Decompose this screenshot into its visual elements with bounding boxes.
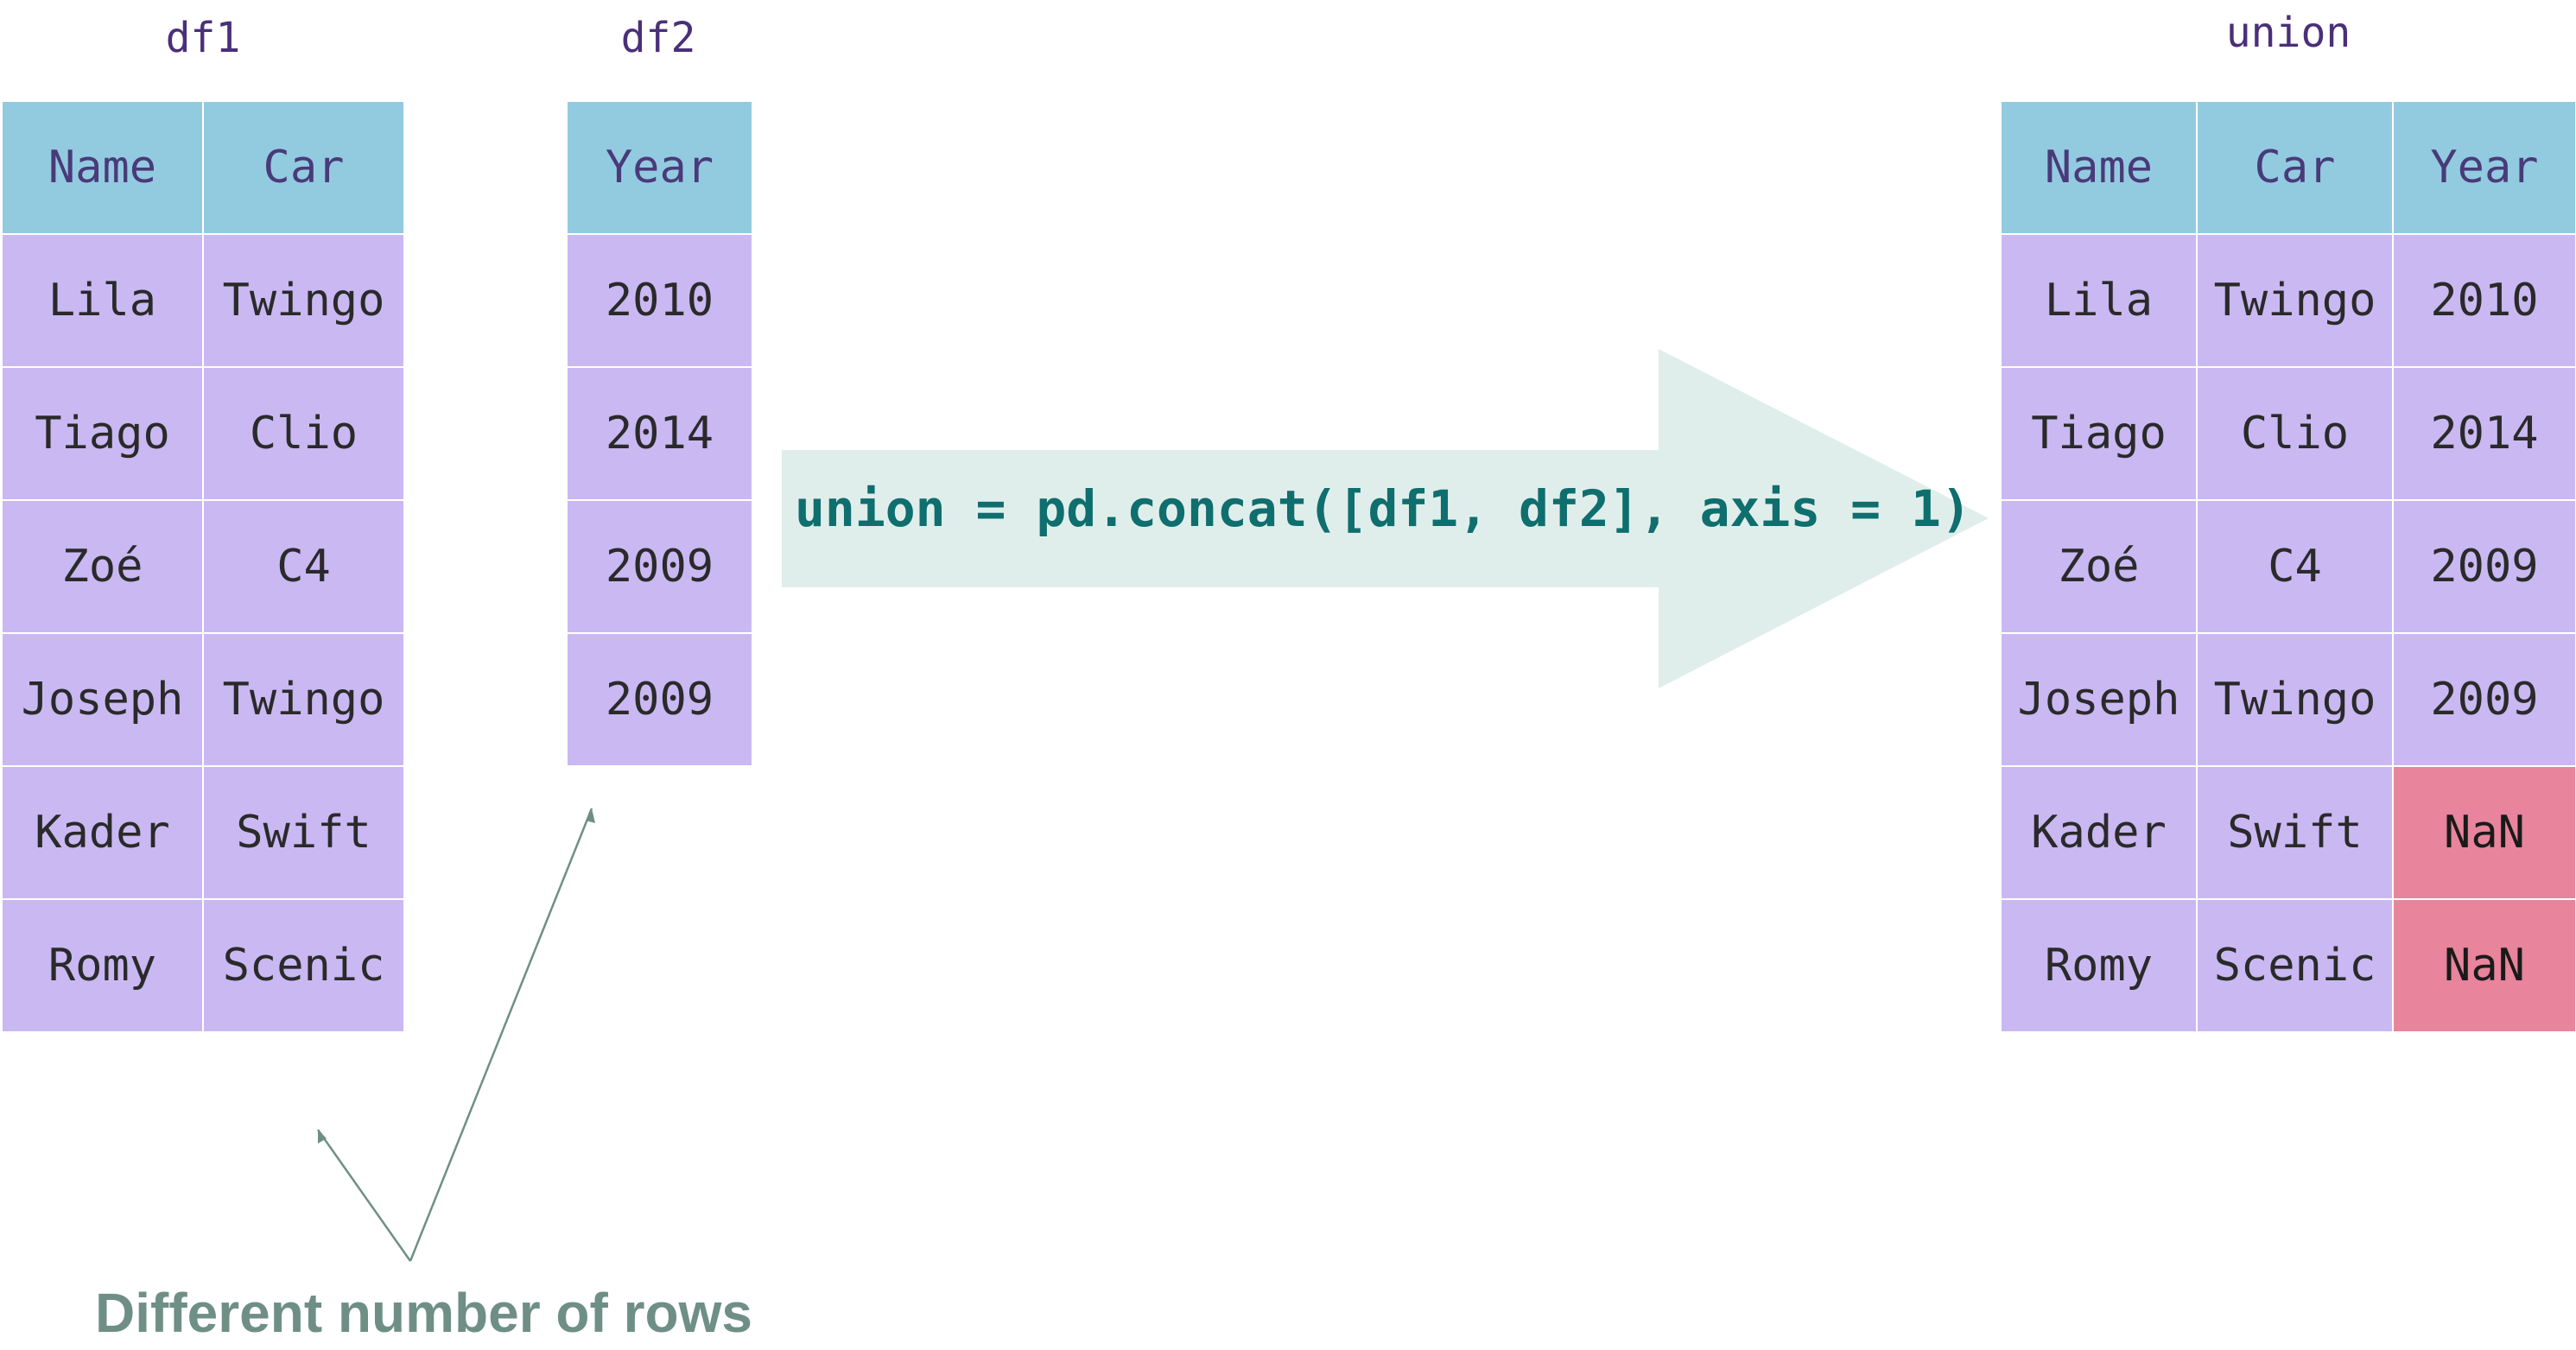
union-cell: Joseph <box>2000 632 2198 767</box>
pointer-arrowheads <box>318 808 595 1144</box>
union-cell: Scenic <box>2196 898 2394 1033</box>
df1-table: Name Car Lila Twingo Tiago Clio Zoé C4 J… <box>1 100 405 1033</box>
df1-header-name: Name <box>1 100 204 235</box>
df1-cell: Romy <box>1 898 204 1033</box>
union-cell: 2009 <box>2392 632 2576 767</box>
arrowhead-df2 <box>586 808 595 823</box>
union-cell: Zoé <box>2000 499 2198 634</box>
table-row: 2010 <box>566 233 753 368</box>
union-cell: C4 <box>2196 499 2394 634</box>
table-row: Kader Swift NaN <box>2000 765 2576 900</box>
union-cell: 2009 <box>2392 499 2576 634</box>
df1-cell: Swift <box>202 765 405 900</box>
df1-cell: Kader <box>1 765 204 900</box>
table-row: Lila Twingo <box>1 233 405 368</box>
union-header-car: Car <box>2196 100 2394 235</box>
union-cell: Tiago <box>2000 366 2198 501</box>
df2-cell: 2010 <box>566 233 753 368</box>
union-cell: 2014 <box>2392 366 2576 501</box>
table-row: Joseph Twingo 2009 <box>2000 632 2576 767</box>
df1-header-car: Car <box>202 100 405 235</box>
missing-value-cell: NaN <box>2392 765 2576 900</box>
union-cell: Kader <box>2000 765 2198 900</box>
df1-cell: Joseph <box>1 632 204 767</box>
table-row: Zoé C4 2009 <box>2000 499 2576 634</box>
union-cell: Twingo <box>2196 233 2394 368</box>
table-row: Kader Swift <box>1 765 405 900</box>
df1-cell: C4 <box>202 499 405 634</box>
annotation-text: Different number of rows <box>95 1282 752 1344</box>
df2-header-row: Year <box>566 100 753 235</box>
union-cell: Romy <box>2000 898 2198 1033</box>
union-header-row: Name Car Year <box>2000 100 2576 235</box>
df1-cell: Tiago <box>1 366 204 501</box>
union-cell: Lila <box>2000 233 2198 368</box>
df1-cell: Zoé <box>1 499 204 634</box>
concat-arrow-shape <box>782 349 1989 688</box>
table-row: Tiago Clio <box>1 366 405 501</box>
df2-cell: 2009 <box>566 499 753 634</box>
union-caption: union <box>2225 9 2351 57</box>
df2-cell: 2009 <box>566 632 753 767</box>
df1-cell: Clio <box>202 366 405 501</box>
df2-table: Year 2010 2014 2009 2009 <box>566 100 753 767</box>
df1-caption: df1 <box>165 14 241 62</box>
table-row: Lila Twingo 2010 <box>2000 233 2576 368</box>
table-row: 2014 <box>566 366 753 501</box>
df2-caption: df2 <box>620 14 696 62</box>
union-header-year: Year <box>2392 100 2576 235</box>
table-row: Tiago Clio 2014 <box>2000 366 2576 501</box>
arrowhead-df1 <box>318 1130 327 1144</box>
df1-header-row: Name Car <box>1 100 405 235</box>
union-cell: Clio <box>2196 366 2394 501</box>
df2-cell: 2014 <box>566 366 753 501</box>
table-row: Romy Scenic <box>1 898 405 1033</box>
union-header-name: Name <box>2000 100 2198 235</box>
df1-cell: Twingo <box>202 632 405 767</box>
df1-cell: Twingo <box>202 233 405 368</box>
table-row: 2009 <box>566 499 753 634</box>
table-row: Joseph Twingo <box>1 632 405 767</box>
union-cell: Swift <box>2196 765 2394 900</box>
union-cell: 2010 <box>2392 233 2576 368</box>
table-row: Romy Scenic NaN <box>2000 898 2576 1033</box>
table-row: 2009 <box>566 632 753 767</box>
df1-cell: Lila <box>1 233 204 368</box>
union-cell: Twingo <box>2196 632 2394 767</box>
union-table: Name Car Year Lila Twingo 2010 Tiago Cli… <box>2000 100 2576 1033</box>
df1-cell: Scenic <box>202 898 405 1033</box>
table-row: Zoé C4 <box>1 499 405 634</box>
df2-header-year: Year <box>566 100 753 235</box>
annotation-pointer <box>316 808 593 1262</box>
concat-code-label: union = pd.concat([df1, df2], axis = 1) <box>795 479 1971 538</box>
missing-value-cell: NaN <box>2392 898 2576 1033</box>
